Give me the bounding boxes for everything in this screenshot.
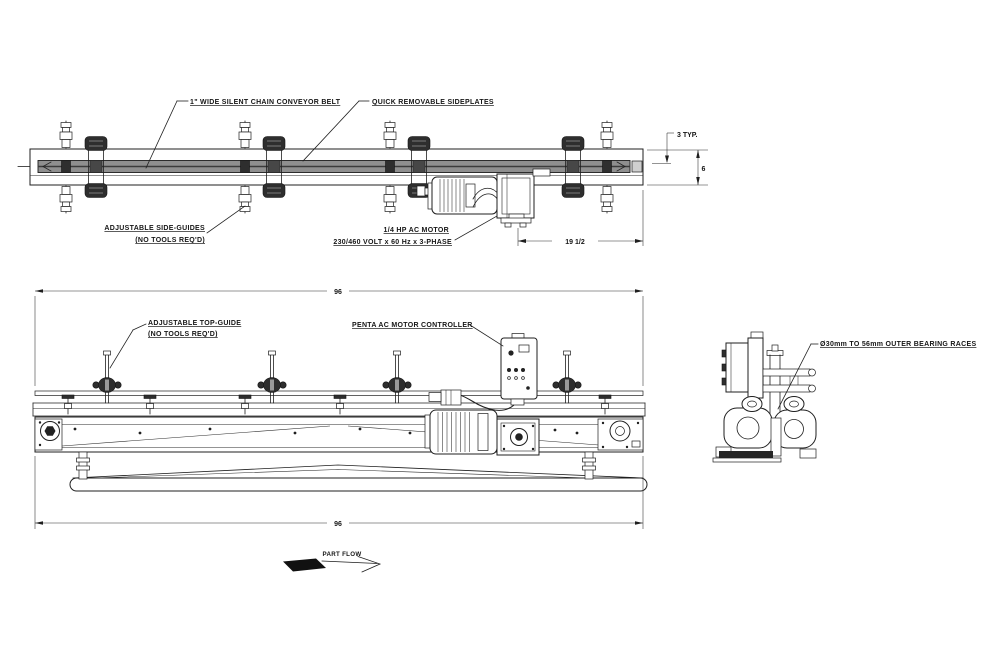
side-guides-callout-line2: (NO TOOLS REQ'D)	[135, 237, 205, 244]
part-flow-symbol: PART FLOW	[283, 551, 382, 573]
side-guide-rod	[238, 120, 252, 214]
dim-overall-top: 96	[34, 289, 644, 386]
side-guide-rod	[383, 120, 397, 214]
side-guide-clamp	[262, 136, 286, 198]
drive-motor-plan	[416, 168, 551, 228]
sideplates-callout: QUICK REMOVABLE SIDEPLATES	[302, 99, 494, 162]
dim-overall-bottom: 96	[34, 456, 644, 529]
side-guide-rod	[600, 120, 614, 214]
t-screw	[143, 394, 157, 415]
drive-motor-elevation	[424, 409, 540, 456]
bearing-races-callout: Ø30mm TO 56mm OUTER BEARING RACES	[777, 341, 976, 410]
dim-overall-bottom-text: 96	[334, 521, 342, 528]
tail-end-bearing	[34, 418, 63, 451]
dim-overall-top-text: 96	[334, 289, 342, 296]
motor-callout-line1: 1/4 HP AC MOTOR	[384, 227, 449, 234]
end-view: Ø30mm TO 56mm OUTER BEARING RACES	[712, 331, 976, 463]
t-screw	[598, 394, 612, 415]
side-guides-callout: ADJUSTABLE SIDE-GUIDES (NO TOOLS REQ'D)	[104, 205, 246, 244]
controller-knob	[508, 350, 514, 356]
top-guide-callout-line1: ADJUSTABLE TOP-GUIDE	[148, 320, 241, 327]
side-guide-clamp	[561, 136, 585, 198]
motor-callout-line2: 230/460 VOLT x 60 Hz x 3-PHASE	[333, 239, 452, 246]
plan-view: 19 1/2 3 TYP. 6 1" WIDE SILENT CHAIN CON…	[17, 99, 708, 246]
motor-callout: 1/4 HP AC MOTOR 230/460 VOLT x 60 Hz x 3…	[333, 215, 498, 246]
belt-arrow-left-icon	[42, 161, 52, 172]
bearing-races-callout-text: Ø30mm TO 56mm OUTER BEARING RACES	[820, 341, 976, 348]
sideplates-callout-text: QUICK REMOVABLE SIDEPLATES	[372, 99, 494, 106]
side-guides-callout-line1: ADJUSTABLE SIDE-GUIDES	[104, 225, 205, 232]
support-stand	[69, 451, 648, 492]
drive-end-bearing	[597, 418, 644, 451]
dim-drive-overhang-text: 19 1/2	[565, 239, 585, 246]
part-flow-arrow-tail	[283, 558, 326, 572]
dim-drive-overhang: 19 1/2	[517, 190, 644, 246]
dim-rail-width-text: 6	[702, 166, 706, 173]
dim-belt-inset-text: 3 TYP.	[677, 132, 698, 139]
controller-callout: PENTA AC MOTOR CONTROLLER	[352, 322, 504, 347]
belt-callout-text: 1" WIDE SILENT CHAIN CONVEYOR BELT	[190, 99, 341, 106]
motor-controller	[428, 333, 538, 411]
top-guide-callout-line2: (NO TOOLS REQ'D)	[148, 331, 218, 338]
elevation-view: 96	[32, 289, 648, 529]
top-guide-callout: ADJUSTABLE TOP-GUIDE (NO TOOLS REQ'D)	[109, 320, 241, 369]
part-flow-text: PART FLOW	[322, 551, 361, 558]
dim-rail-width: 6	[647, 150, 708, 186]
controller-callout-text: PENTA AC MOTOR CONTROLLER	[352, 322, 473, 329]
side-guide-clamp	[84, 136, 108, 198]
belt-callout: 1" WIDE SILENT CHAIN CONVEYOR BELT	[145, 99, 341, 169]
dim-belt-inset: 3 TYP.	[647, 132, 708, 164]
t-screw	[333, 394, 347, 415]
t-screw	[61, 394, 75, 415]
part-flow-arrow-head-icon	[357, 555, 382, 573]
belt-arrow-right-icon	[616, 161, 626, 172]
side-guide-rod	[59, 120, 73, 214]
t-screw	[238, 394, 252, 415]
